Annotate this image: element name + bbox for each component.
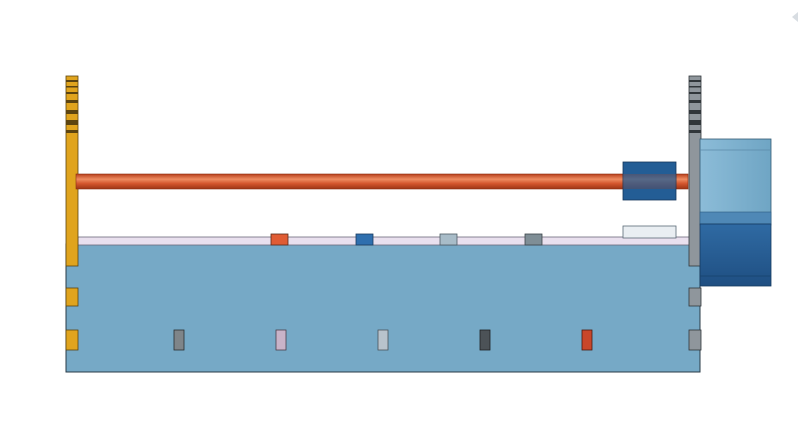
base-slot[interactable] — [173, 329, 185, 351]
stepper-motor[interactable] — [699, 138, 772, 287]
rod-coupler-highlight — [623, 174, 676, 189]
base-body[interactable] — [65, 243, 701, 373]
rail-marker[interactable] — [439, 233, 458, 246]
base-slot[interactable] — [275, 329, 287, 351]
right-gear-teeth — [689, 80, 701, 133]
base-slot[interactable] — [581, 329, 593, 351]
support-block[interactable] — [622, 225, 677, 239]
rail-markers — [270, 233, 543, 246]
base-slots — [173, 329, 593, 351]
rail-strip[interactable] — [77, 236, 691, 246]
rail-marker[interactable] — [270, 233, 289, 246]
left-gear-teeth — [66, 80, 78, 133]
base-slot[interactable] — [479, 329, 491, 351]
rail-marker[interactable] — [355, 233, 374, 246]
right-end-plate[interactable] — [688, 75, 702, 351]
rail-marker[interactable] — [524, 233, 543, 246]
left-end-plate[interactable] — [65, 75, 79, 351]
lead-rod[interactable] — [75, 173, 689, 190]
collapse-arrow-icon[interactable] — [792, 12, 798, 22]
base-slot[interactable] — [377, 329, 389, 351]
